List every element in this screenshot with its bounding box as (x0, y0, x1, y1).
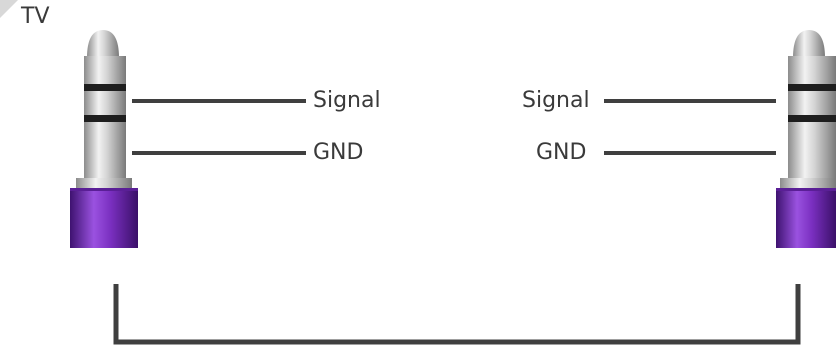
left-gnd-label: GND (313, 140, 364, 165)
left-signal-label: Signal (313, 88, 381, 113)
right-gnd-label: GND (536, 140, 587, 165)
tv-label: TV (21, 4, 50, 29)
right-signal-label: Signal (522, 88, 590, 113)
right-plug-icon (776, 30, 836, 248)
connecting-cable (113, 284, 801, 345)
corner-decoration (0, 0, 18, 18)
left-plug-icon (70, 30, 138, 248)
